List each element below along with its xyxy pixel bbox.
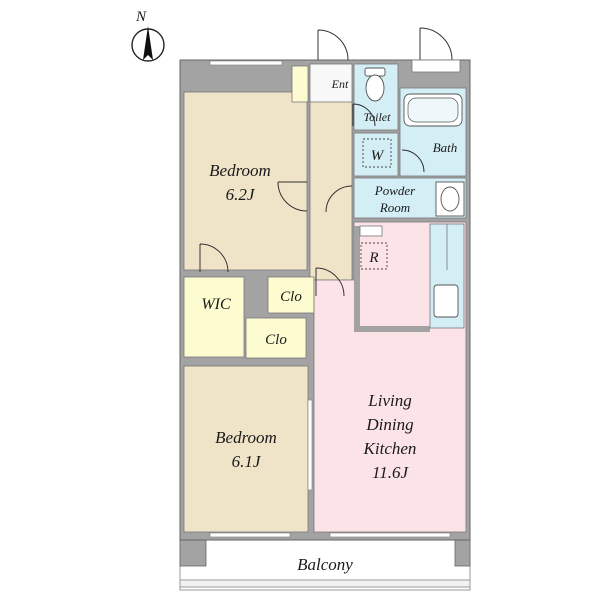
basin-bowl-icon	[440, 186, 460, 212]
entrance-door-swing	[317, 29, 349, 61]
ldk-size: 11.6J	[372, 463, 409, 482]
bedroom-south-name: Bedroom	[215, 428, 277, 447]
bedroom-north-door-swing	[277, 181, 308, 212]
fridge-box	[360, 242, 388, 270]
toilet-label: Toilet	[364, 110, 392, 124]
bedroom-south-window	[209, 532, 291, 538]
kitchen-partition-bottom	[354, 326, 430, 332]
wic-door-swing	[199, 243, 229, 273]
compass: N	[131, 9, 165, 62]
toilet-door-swing	[352, 103, 376, 127]
compass-needle-icon	[143, 26, 153, 60]
ldk-line3: Kitchen	[363, 439, 417, 458]
entrance-label: Ent	[331, 77, 349, 91]
service-door-swing	[419, 27, 453, 61]
bedroom-north-window	[209, 60, 283, 66]
room-closet-upper	[267, 276, 315, 314]
ldk-door-swing	[315, 267, 345, 297]
room-closet-lower	[245, 317, 307, 359]
room-bedroom-north	[183, 91, 308, 271]
powder-label-line2: Room	[379, 200, 410, 215]
room-entrance	[309, 63, 353, 103]
closet-lower-label: Clo	[265, 332, 287, 348]
ldk-window	[329, 532, 451, 538]
bath-door-swing	[401, 149, 425, 173]
bedroom-north-name: Bedroom	[209, 161, 271, 180]
powder-label-line1: Powder	[374, 183, 416, 198]
fridge-shelf	[359, 225, 383, 237]
room-corridor	[309, 91, 353, 281]
doors	[199, 27, 461, 297]
washer-label: W	[371, 148, 385, 164]
shoe-cabinet	[291, 65, 309, 103]
fixtures	[209, 60, 465, 538]
compass-north-label: N	[135, 9, 147, 25]
sink-icon	[433, 284, 459, 318]
toilet-bowl-icon	[365, 74, 385, 102]
washer-box	[362, 138, 392, 168]
bathtub-inner-icon	[407, 97, 459, 123]
balcony-railing	[179, 579, 471, 588]
balcony-label: Balcony	[297, 555, 353, 574]
fridge-label: R	[368, 250, 378, 266]
ldk-line2: Dining	[365, 415, 413, 434]
kitchen-partition	[354, 226, 360, 330]
balcony: Balcony	[179, 535, 471, 591]
ldk-line1: Living	[367, 391, 411, 410]
wic-label: WIC	[201, 296, 231, 313]
bedroom-north-size: 6.2J	[226, 185, 256, 204]
room-bedroom-south	[183, 365, 309, 533]
service-door-frame	[411, 59, 461, 73]
bedroom-south-size: 6.1J	[232, 452, 262, 471]
bath-label: Bath	[433, 140, 458, 155]
room-wic	[183, 276, 245, 358]
bedroom-south-side-window	[307, 399, 313, 491]
room-labels: Bedroom 6.2J Bedroom 6.1J Living Dining …	[201, 77, 457, 482]
rooms	[183, 63, 467, 533]
balcony-left-wall	[179, 535, 207, 567]
closet-upper-label: Clo	[280, 289, 302, 305]
powder-door-swing	[325, 185, 353, 213]
